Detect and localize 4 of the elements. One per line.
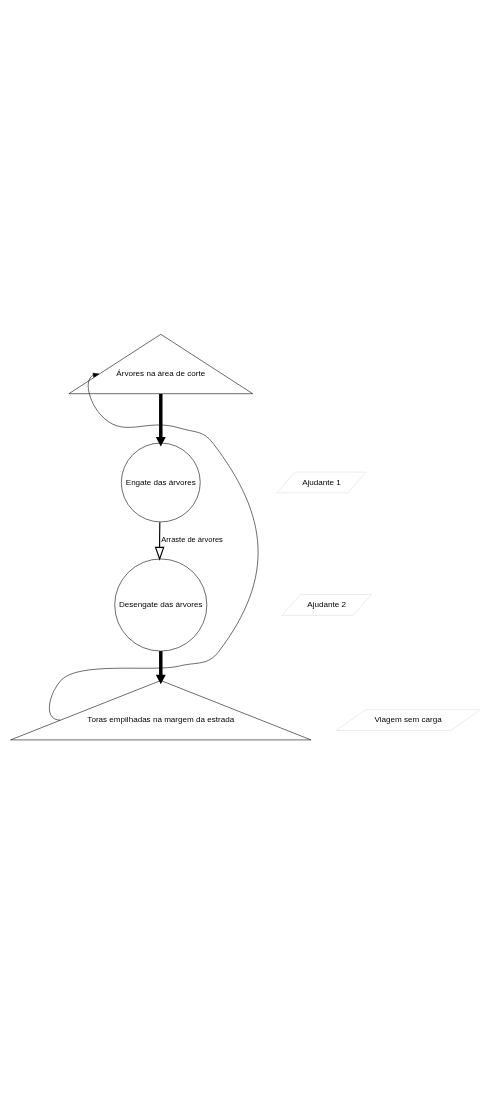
arrow: [155, 650, 166, 684]
arrow: [155, 393, 166, 447]
arrow: [154, 521, 165, 561]
arrow: [49, 372, 259, 720]
